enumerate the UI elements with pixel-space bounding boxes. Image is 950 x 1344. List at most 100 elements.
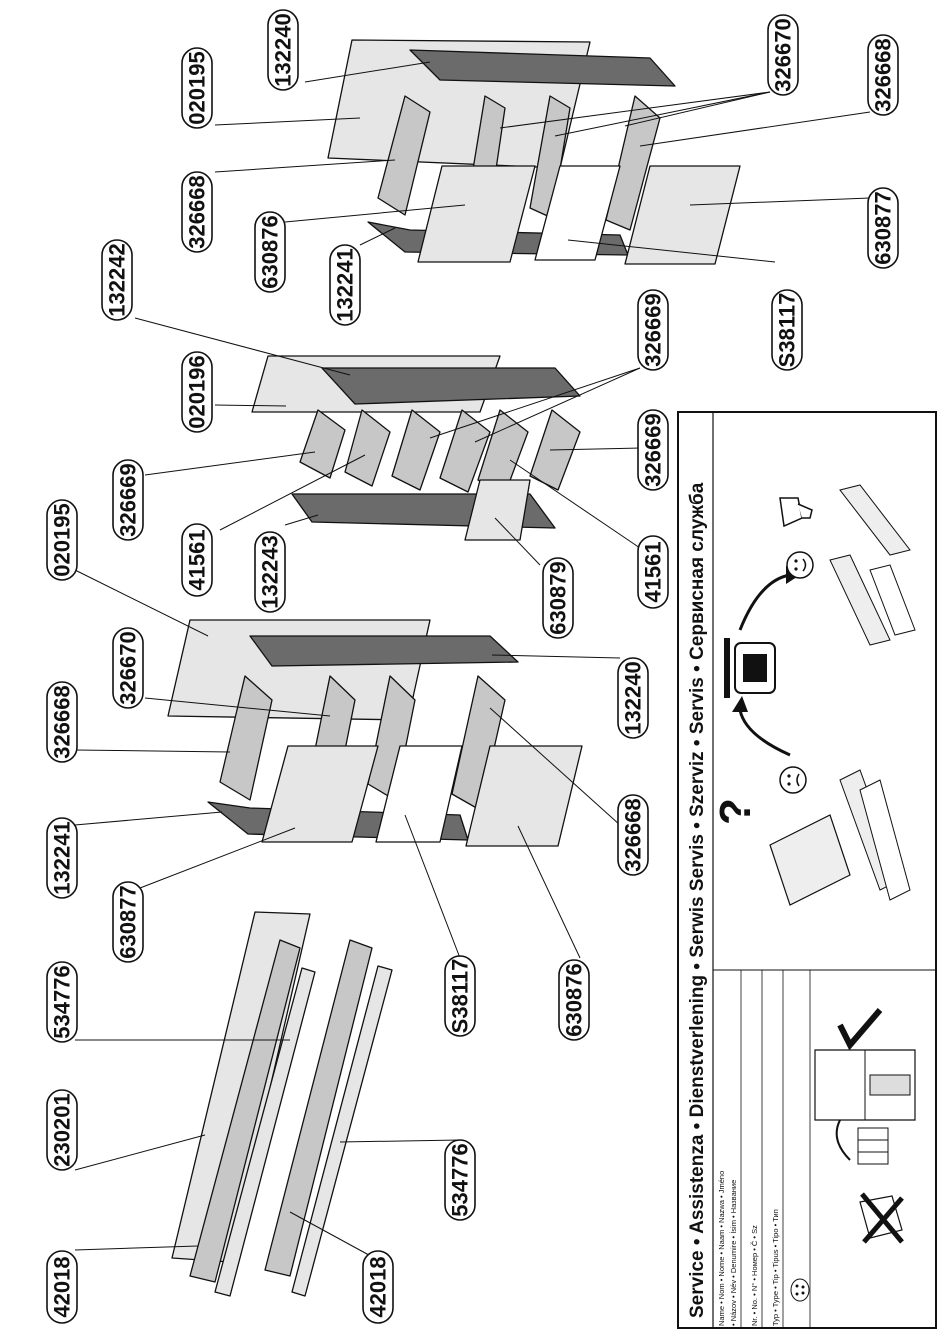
svg-text:326670: 326670 <box>116 631 141 704</box>
happy-face-icon <box>786 551 814 579</box>
svg-text:132240: 132240 <box>271 13 296 86</box>
svg-text:132241: 132241 <box>50 821 75 894</box>
svg-text:630876: 630876 <box>562 963 587 1036</box>
part-label-326670-mid: 326670 <box>112 627 144 709</box>
panel-door-top-white <box>534 165 621 261</box>
part-label-020195-top: 020195 <box>181 47 213 129</box>
part-label-326669-left: 326669 <box>112 459 144 541</box>
damaged-parts-icon <box>839 769 911 901</box>
service-title: Service • Assistenza • Dienstverlening •… <box>687 482 708 1318</box>
part-label-630879: 630879 <box>542 557 574 639</box>
panel-door-top-left <box>417 165 536 263</box>
sad-face-icon <box>779 766 807 794</box>
part-label-41561-left: 41561 <box>181 523 213 597</box>
svg-text:326670: 326670 <box>771 18 796 91</box>
svg-text:132243: 132243 <box>258 535 283 608</box>
svg-text:020195: 020195 <box>50 503 75 576</box>
svg-text:630879: 630879 <box>546 561 571 634</box>
svg-text:630877: 630877 <box>871 191 896 264</box>
service-type-label: Typ • Type • Tip • Tipus • Tipo • Тип <box>771 1209 780 1326</box>
part-label-42018-b: 42018 <box>362 1250 394 1324</box>
middle-shelf-unit <box>251 355 581 541</box>
cabinet-check-icon <box>814 1008 916 1121</box>
panel-door-low-left <box>261 745 379 843</box>
no-disposal-icon <box>859 1192 904 1244</box>
svg-text:326668: 326668 <box>621 798 646 871</box>
svg-text:630877: 630877 <box>116 885 141 958</box>
service-name-label-1: Name • Nom • Nome • Naam • Nazwa • Jméno <box>717 1171 726 1326</box>
part-label-S38117-top: S38117 <box>771 289 803 371</box>
part-label-42018-a: 42018 <box>46 1250 78 1324</box>
svg-text:41561: 41561 <box>641 541 666 602</box>
panel-top-board-low <box>249 635 519 667</box>
svg-text:?: ? <box>711 798 760 825</box>
part-label-326668-top-right: 326668 <box>867 34 899 116</box>
question-box-icon: ? <box>711 798 851 906</box>
svg-text:326669: 326669 <box>641 413 666 486</box>
svg-text:132242: 132242 <box>105 243 130 316</box>
part-label-326668-mid: 326668 <box>46 681 78 763</box>
service-box: Service • Assistenza • Dienstverlening •… <box>677 411 937 1329</box>
svg-text:132241: 132241 <box>333 248 358 321</box>
part-label-630876-top: 630876 <box>254 211 286 293</box>
part-label-326669-right: 326669 <box>637 289 669 371</box>
part-label-132243: 132243 <box>254 531 286 613</box>
svg-text:534776: 534776 <box>448 1143 473 1216</box>
packaging-icon <box>835 1119 889 1165</box>
svg-text:534776: 534776 <box>50 965 75 1038</box>
svg-text:326669: 326669 <box>641 293 666 366</box>
svg-text:326668: 326668 <box>185 175 210 248</box>
part-label-326668-mid-lower: 326668 <box>617 794 649 876</box>
svg-text:326668: 326668 <box>50 685 75 758</box>
panel-shelf-mid-2 <box>344 409 391 487</box>
panel-shelf-mid-4 <box>439 409 491 493</box>
panel-door-low-white <box>375 745 463 843</box>
part-label-132241-mid: 132241 <box>46 817 78 899</box>
svg-text:326669: 326669 <box>116 463 141 536</box>
svg-text:S38117: S38117 <box>775 293 800 368</box>
part-label-534776-b: 534776 <box>444 1139 476 1221</box>
part-label-020196: 020196 <box>181 351 213 433</box>
part-label-132240-top: 132240 <box>267 9 299 91</box>
thumbs-up-icon <box>779 497 813 528</box>
part-label-326670-top: 326670 <box>767 14 799 96</box>
part-label-132240-mid: 132240 <box>617 657 649 739</box>
part-label-630877-mid: 630877 <box>112 881 144 963</box>
svg-text:132240: 132240 <box>621 661 646 734</box>
rails-group <box>171 911 393 1297</box>
leader-lines <box>74 61 871 1261</box>
telephone-icon <box>724 638 776 698</box>
svg-text:020195: 020195 <box>185 51 210 124</box>
part-label-326668-top-left: 326668 <box>181 171 213 253</box>
rail-strip-2 <box>291 965 393 1297</box>
panel-side-top-1 <box>377 95 431 216</box>
palette-icon <box>790 1278 810 1302</box>
svg-text:020196: 020196 <box>185 355 210 428</box>
rail-strip-1 <box>214 967 316 1297</box>
part-label-326669-lower: 326669 <box>637 409 669 491</box>
panel-door-low-right <box>465 745 583 847</box>
replacement-parts-icon <box>829 484 916 646</box>
part-label-534776-a: 534776 <box>46 961 78 1043</box>
service-number-label: Nr. • No. • N° • Номер • Č • Sz <box>750 1225 759 1326</box>
rail-long-mid <box>189 939 301 1283</box>
panel-top-board-mid <box>321 367 581 405</box>
lower-shelf-unit <box>167 619 583 847</box>
panel-door-top-right <box>624 165 741 265</box>
svg-text:S38117: S38117 <box>448 959 473 1034</box>
panel-shelf-mid-3 <box>391 409 441 491</box>
arrow-icon <box>738 573 791 631</box>
part-label-630876-mid: 630876 <box>558 959 590 1041</box>
part-label-S38117-mid: S38117 <box>444 955 476 1037</box>
panel-top-board <box>409 49 676 87</box>
svg-text:41561: 41561 <box>185 529 210 590</box>
service-name-label-2: • Názov • Név • Denumire • İsim • Назван… <box>729 1180 738 1326</box>
top-shelf-unit <box>327 39 741 265</box>
part-label-132242: 132242 <box>101 239 133 321</box>
svg-text:42018: 42018 <box>50 1256 75 1317</box>
part-label-230201: 230201 <box>46 1089 78 1171</box>
rail-long-lower <box>264 939 373 1277</box>
part-label-020195-mid: 020195 <box>46 499 78 581</box>
svg-text:630876: 630876 <box>258 215 283 288</box>
